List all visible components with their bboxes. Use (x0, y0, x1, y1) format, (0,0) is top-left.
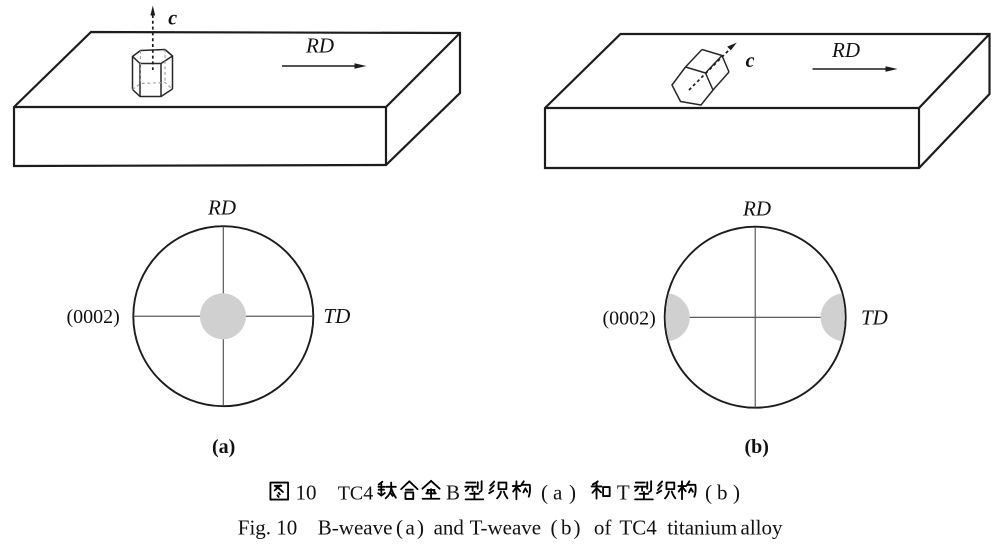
svg-text:alloy: alloy (741, 516, 783, 540)
svg-text:B: B (446, 481, 460, 505)
svg-text:c: c (746, 50, 755, 72)
svg-text:): ) (417, 516, 424, 540)
svg-text:RD: RD (831, 38, 860, 62)
svg-text:TD: TD (861, 306, 888, 330)
svg-text:b: b (561, 516, 572, 540)
svg-text:): ) (569, 481, 576, 505)
svg-text:a: a (406, 516, 416, 540)
svg-text:RD: RD (305, 34, 334, 58)
svg-text:(0002): (0002) (603, 308, 656, 330)
svg-text:of: of (594, 516, 612, 540)
svg-text:(b): (b) (745, 436, 769, 458)
svg-text:(: ( (541, 481, 548, 505)
svg-text:(: ( (705, 481, 712, 505)
svg-text:TC4: TC4 (619, 516, 657, 540)
svg-text:b: b (717, 481, 728, 505)
svg-text:): ) (733, 481, 740, 505)
svg-text:RD: RD (207, 196, 236, 220)
svg-text:Fig. 10: Fig. 10 (238, 516, 298, 540)
svg-text:T: T (617, 481, 630, 505)
svg-text:T-weave: T-weave (470, 516, 542, 540)
svg-text:a: a (553, 481, 563, 505)
svg-text:(0002): (0002) (67, 306, 120, 328)
svg-text:): ) (574, 516, 581, 540)
svg-text:TC4: TC4 (338, 483, 374, 505)
svg-text:10: 10 (296, 481, 317, 505)
svg-text:and: and (434, 516, 465, 540)
svg-text:c: c (168, 7, 177, 29)
svg-text:(: ( (396, 516, 403, 540)
svg-text:(a): (a) (212, 436, 235, 458)
svg-text:B-weave: B-weave (318, 516, 393, 540)
svg-text:(: ( (551, 516, 558, 540)
svg-text:titanium: titanium (667, 516, 737, 540)
svg-text:TD: TD (324, 304, 351, 328)
svg-text:RD: RD (742, 197, 771, 221)
